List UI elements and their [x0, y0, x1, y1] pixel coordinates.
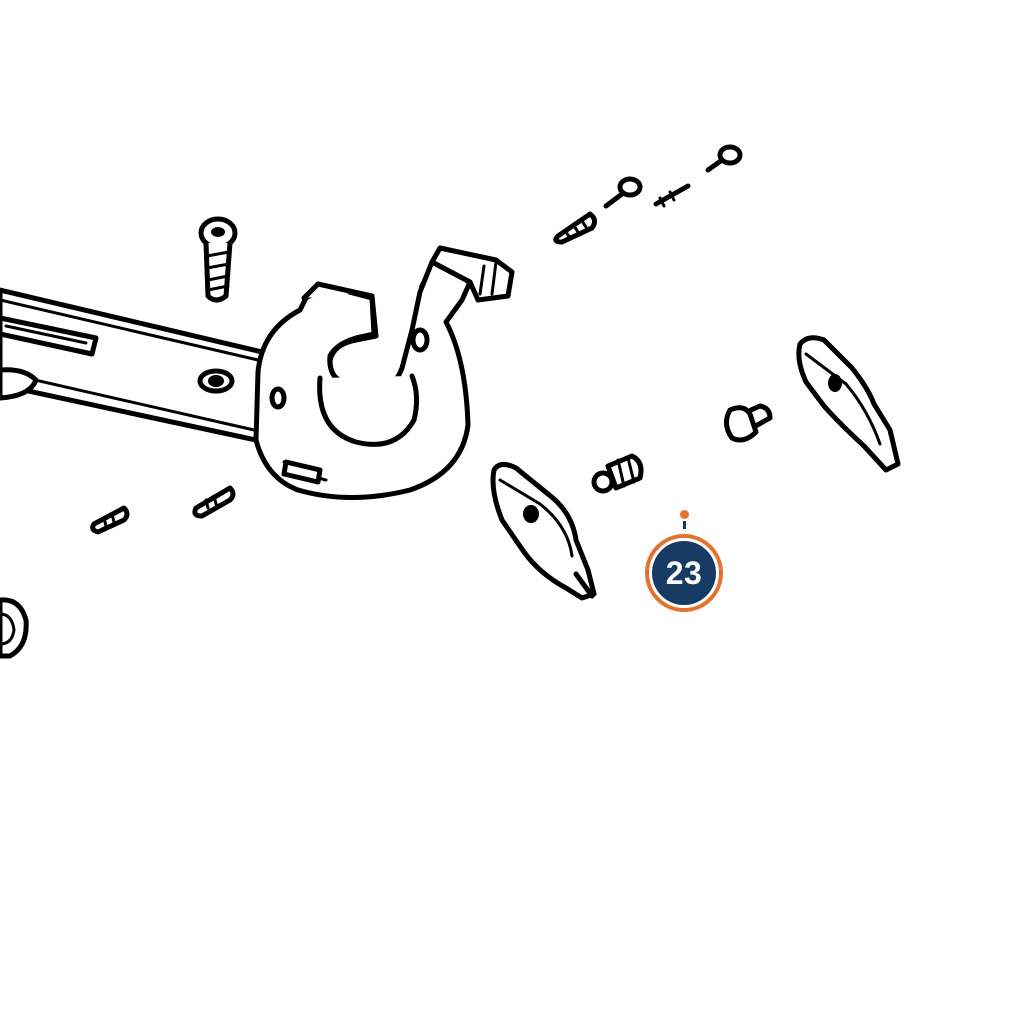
callout-leader-dot — [680, 510, 689, 519]
grease-nipple-icon — [603, 176, 643, 209]
cotter-pin-icon — [653, 183, 691, 208]
callout-leader-line — [683, 521, 686, 529]
cotter-pin-icon — [192, 485, 236, 519]
shoulder-bolt-icon — [724, 403, 773, 443]
hub-fragment-icon — [0, 597, 29, 659]
king-pin-bolt-icon — [198, 216, 238, 303]
steering-arm-plate-icon — [796, 335, 901, 473]
grease-nipple-icon — [705, 144, 743, 173]
grease-nipple-icon — [553, 211, 598, 245]
part-number-callout[interactable]: 23 — [645, 534, 723, 612]
callout-badge: 23 — [652, 541, 716, 605]
axle-beam-icon — [0, 287, 265, 443]
shoulder-bolt-icon — [591, 453, 644, 494]
cotter-pin-icon — [90, 505, 130, 535]
steering-knuckle-icon — [253, 245, 515, 500]
steering-arm-plate-icon — [490, 462, 597, 601]
callout-number: 23 — [665, 554, 703, 591]
